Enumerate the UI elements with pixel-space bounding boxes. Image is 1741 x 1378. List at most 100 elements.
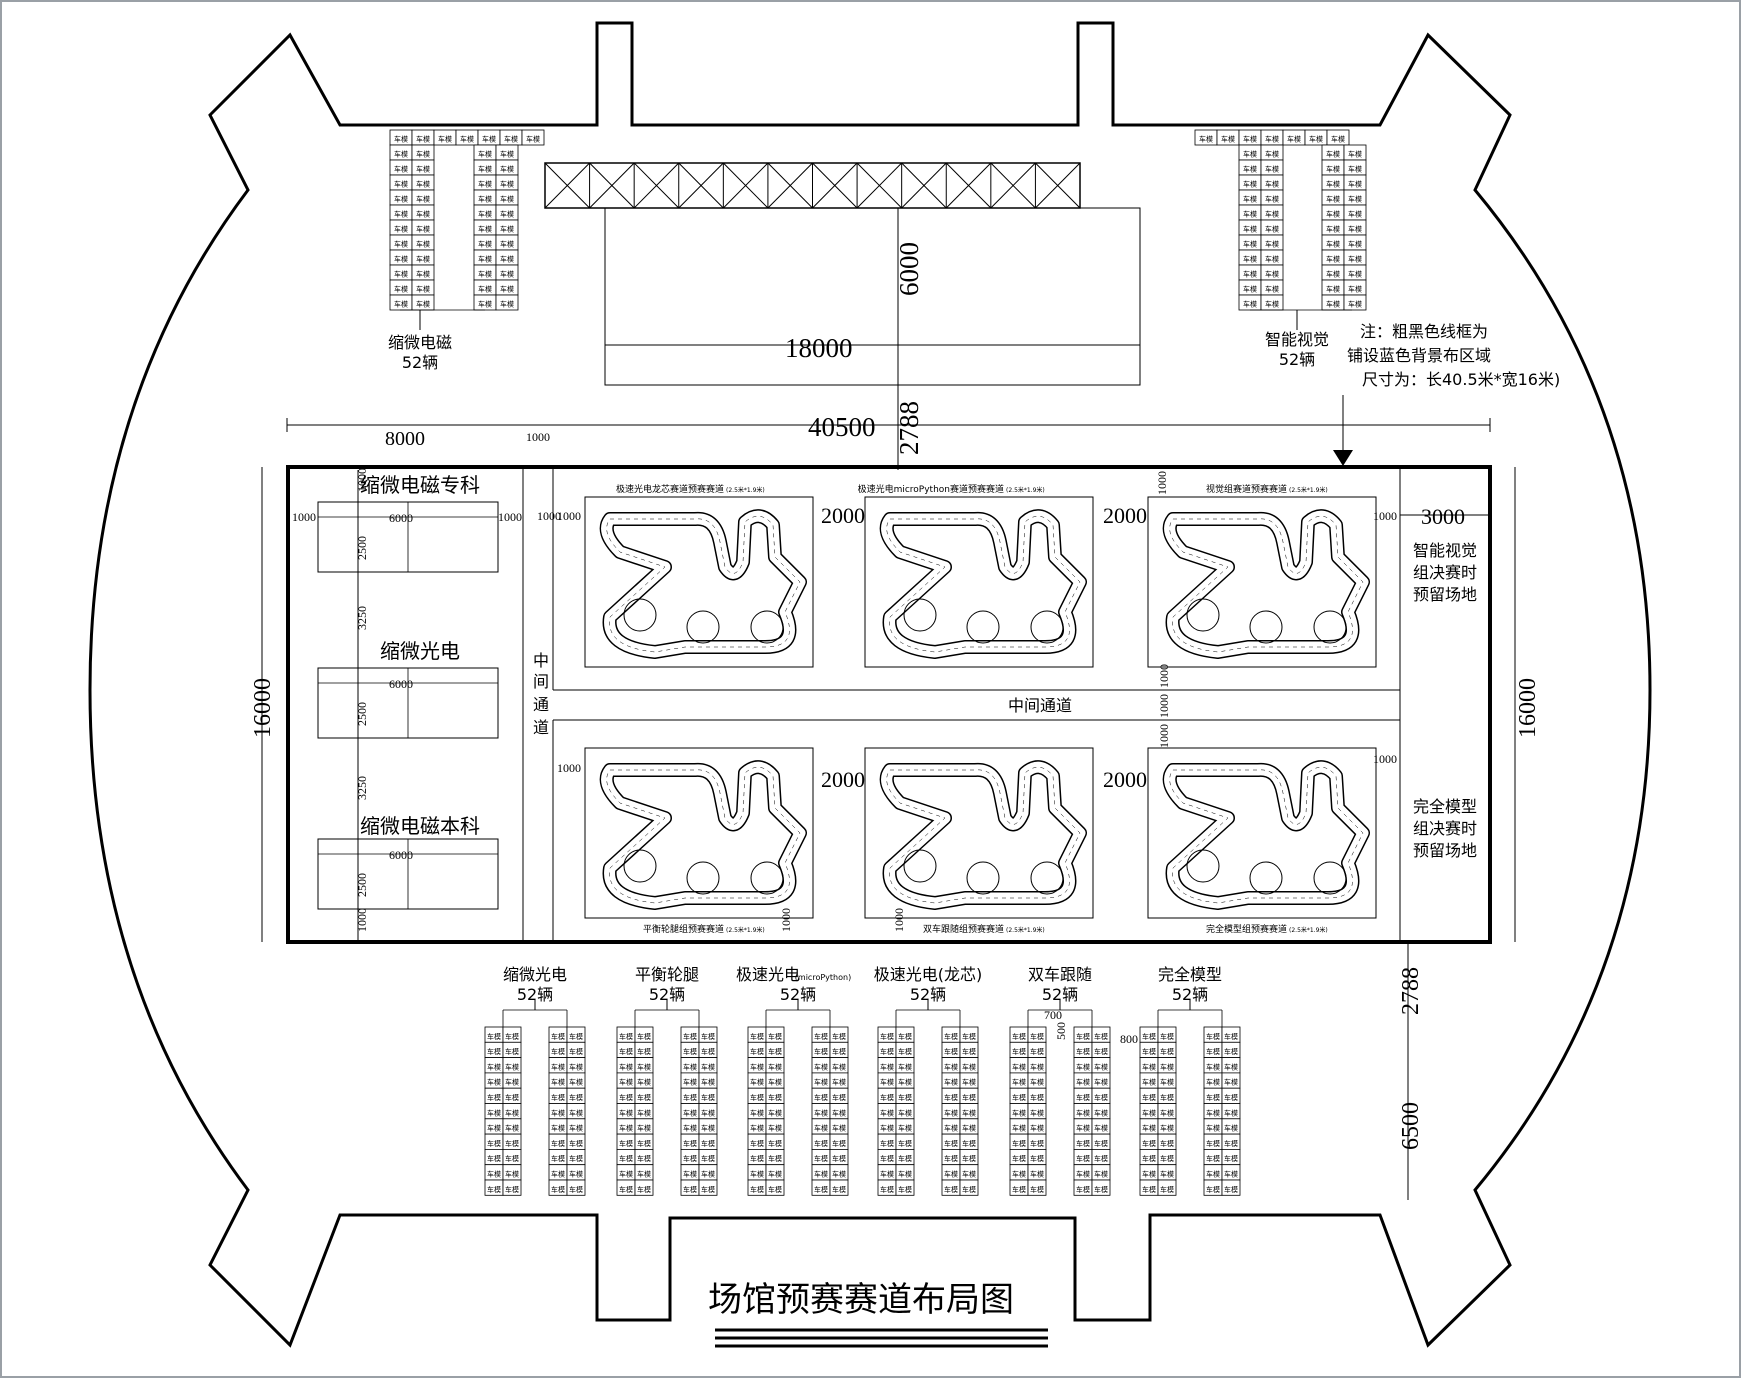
- parking-space-label: 车模: [1076, 1078, 1090, 1087]
- parking-space-label: 车模: [880, 1078, 894, 1087]
- parking-space-label: 车模: [505, 1185, 519, 1194]
- parking-space-label: 车模: [701, 1047, 715, 1056]
- parking-space-label: 车模: [1206, 1062, 1220, 1071]
- parking-space: 车模: [1091, 1164, 1111, 1181]
- note-arrow-icon: [1333, 450, 1353, 466]
- parking-space-label: 车模: [1094, 1078, 1108, 1087]
- parking-space-label: 车模: [619, 1154, 633, 1163]
- parking-space-label: 车模: [1094, 1047, 1108, 1056]
- parking-space-label: 车模: [1243, 165, 1257, 174]
- parking-space-label: 车模: [619, 1093, 633, 1102]
- parking-space-label: 车模: [1030, 1032, 1044, 1041]
- bottom-parking-name: 完全模型: [1158, 965, 1222, 984]
- parking-space-label: 车模: [478, 300, 492, 309]
- parking-space-label: 车模: [1012, 1032, 1026, 1041]
- parking-space-label: 车模: [1160, 1124, 1174, 1133]
- parking-space-label: 车模: [880, 1124, 894, 1133]
- bp-cell-dim: 500: [1054, 1022, 1068, 1040]
- parking-space-label: 车模: [569, 1185, 583, 1194]
- parking-space-label: 车模: [1224, 1154, 1238, 1163]
- left-gap2-spacing: 3250: [355, 776, 369, 800]
- bottom-parking-lot: 车模车模车模车模车模车模车模车模车模车模车模车模车模车模车模车模车模车模车模车模…: [1139, 965, 1241, 1196]
- parking-space-label: 车模: [1265, 225, 1279, 234]
- parking-space-label: 车模: [1243, 270, 1257, 279]
- parking-space-label: 车模: [619, 1185, 633, 1194]
- bottom-parking-name: 缩微光电: [503, 965, 567, 984]
- parking-space: 车模: [495, 144, 519, 161]
- parking-space-label: 车模: [1076, 1139, 1090, 1148]
- parking-space-label: 车模: [505, 1108, 519, 1117]
- parking-space-label: 车模: [832, 1139, 846, 1148]
- parking-space-label: 车模: [487, 1078, 501, 1087]
- parking-space-label: 车模: [1142, 1108, 1156, 1117]
- parking-space-label: 车模: [701, 1170, 715, 1179]
- parking-space-label: 车模: [394, 300, 408, 309]
- parking-space: 车模: [1157, 1103, 1177, 1120]
- parking-space-label: 车模: [487, 1062, 501, 1071]
- parking-space-label: 车模: [500, 180, 514, 189]
- parking-space: 车模: [1260, 204, 1284, 221]
- parking-space-label: 车模: [1160, 1185, 1174, 1194]
- parking-space-label: 车模: [478, 255, 492, 264]
- track-edge-dim: 1000: [1157, 724, 1171, 748]
- parking-space-label: 车模: [962, 1139, 976, 1148]
- parking-space-label: 车模: [487, 1124, 501, 1133]
- parking-space-label: 车模: [500, 270, 514, 279]
- parking-space-label: 车模: [505, 1170, 519, 1179]
- parking-space-label: 车模: [898, 1170, 912, 1179]
- parking-space: 车模: [566, 1179, 586, 1196]
- parking-space-label: 车模: [416, 195, 430, 204]
- parking-space-label: 车模: [1224, 1047, 1238, 1056]
- parking-space-label: 车模: [1142, 1185, 1156, 1194]
- parking-space-label: 车模: [1030, 1124, 1044, 1133]
- parking-space-label: 车模: [500, 195, 514, 204]
- parking-space: 车模: [1027, 1179, 1047, 1196]
- parking-space-label: 车模: [416, 240, 430, 249]
- parking-space-label: 车模: [1326, 210, 1340, 219]
- parking-space-label: 车模: [701, 1078, 715, 1087]
- parking-space: 车模: [765, 1087, 785, 1104]
- parking-space-label: 车模: [416, 270, 430, 279]
- parking-space-label: 车模: [482, 135, 496, 144]
- parking-space-label: 车模: [637, 1185, 651, 1194]
- parking-space-label: 车模: [478, 180, 492, 189]
- parking-space-label: 车模: [1265, 210, 1279, 219]
- parking-space: 车模: [895, 1026, 915, 1043]
- parking-space-label: 车模: [962, 1078, 976, 1087]
- parking-space: 车模: [1260, 219, 1284, 236]
- track-edge-dim: 1000: [779, 908, 793, 932]
- diagram-title: 场馆预赛赛道布局图: [708, 1280, 1014, 1320]
- parking-space-label: 车模: [701, 1124, 715, 1133]
- parking-space-label: 车模: [1094, 1108, 1108, 1117]
- track-bottom-2: 双车跟随组预赛赛道(2.5米*1.9米): [864, 747, 1094, 935]
- parking-space-label: 车模: [832, 1185, 846, 1194]
- top-parking-right-count: 52辆: [1279, 350, 1315, 369]
- parking-space: 车模: [411, 219, 435, 236]
- stand-width-dim: 18000: [785, 333, 853, 363]
- right-top-zone-3: 预留场地: [1413, 585, 1477, 604]
- bottom-parking-count: 52辆: [517, 985, 553, 1004]
- parking-space-label: 车模: [1076, 1170, 1090, 1179]
- parking-space-label: 车模: [1076, 1032, 1090, 1041]
- parking-space-label: 车模: [814, 1093, 828, 1102]
- parking-space-label: 车模: [551, 1154, 565, 1163]
- parking-space-label: 车模: [1243, 135, 1257, 144]
- bottom-parking-sub: (microPython): [795, 973, 851, 982]
- parking-space-label: 车模: [683, 1154, 697, 1163]
- parking-space-label: 车模: [500, 165, 514, 174]
- parking-space-label: 车模: [1142, 1124, 1156, 1133]
- parking-space-label: 车模: [394, 285, 408, 294]
- parking-space-label: 车模: [478, 285, 492, 294]
- parking-space: 车模: [521, 129, 545, 146]
- parking-space-label: 车模: [832, 1062, 846, 1071]
- parking-space-label: 车模: [1326, 300, 1340, 309]
- parking-space-label: 车模: [478, 210, 492, 219]
- right-top-zone-1: 智能视觉: [1413, 541, 1477, 560]
- parking-space-label: 车模: [750, 1078, 764, 1087]
- parking-space-label: 车模: [962, 1047, 976, 1056]
- parking-space-label: 车模: [1012, 1093, 1026, 1102]
- building-outline: [88, 21, 1652, 1348]
- parking-space-label: 车模: [1199, 135, 1213, 144]
- parking-space-label: 车模: [1142, 1093, 1156, 1102]
